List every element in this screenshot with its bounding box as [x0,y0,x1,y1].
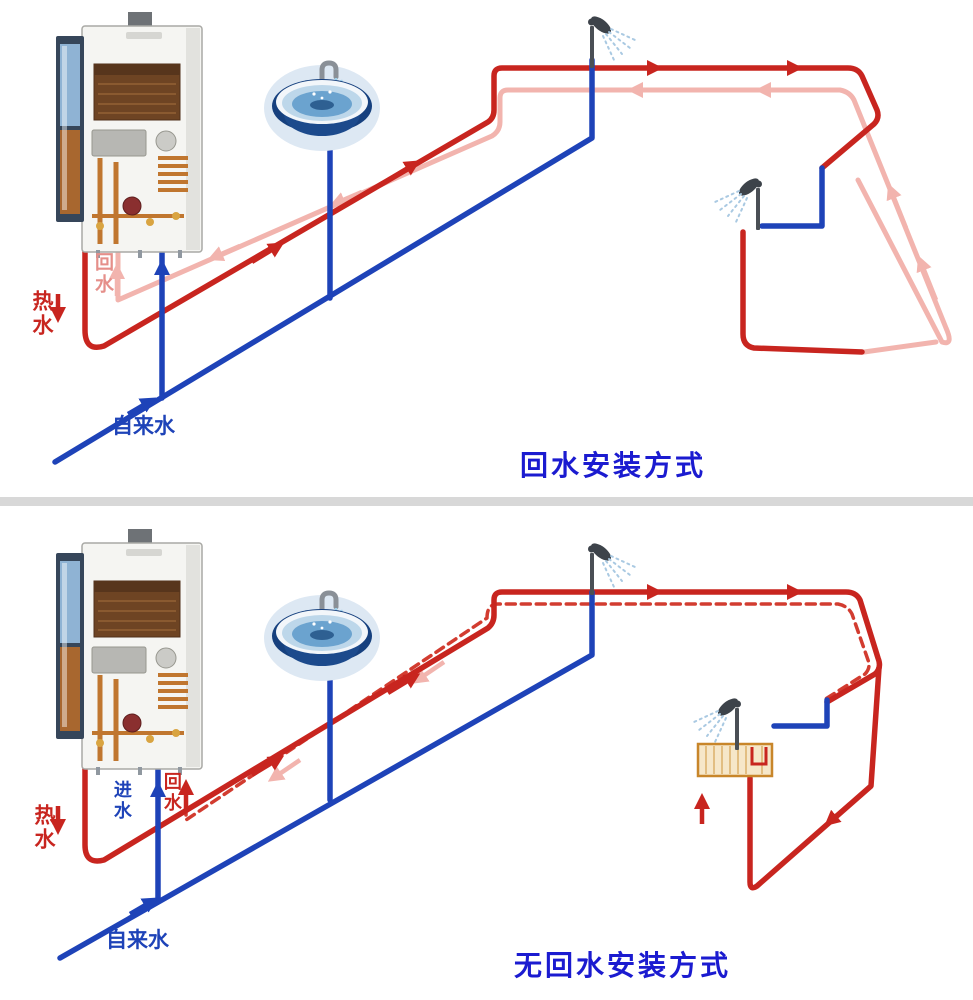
hot-water-pipe [82,589,883,864]
sink-icon [264,593,380,681]
return-water-label: 回水 [91,252,113,296]
sink-icon [264,63,380,151]
inlet-water-label: 进水 [111,780,132,822]
hot-water-label: 热水 [30,290,54,338]
shower-icon [714,174,763,231]
return-water-label: 回水 [161,772,182,814]
tap-water-label: 自来水 [112,415,175,438]
panel-divider [0,497,973,506]
panel-with-return [50,12,952,465]
panel-without-return [50,529,883,961]
cold-water-shower-branch [771,697,830,729]
return-water-pipe-connector [861,339,939,355]
panel-title-with-return: 回水安装方式 [520,450,707,481]
return-water-pipe [115,87,952,346]
boiler-icon [56,12,202,258]
panel-title-without-return: 无回水安装方式 [514,950,732,981]
cold-water-pipe [57,589,595,961]
boiler-icon [56,529,202,775]
shower-icon [693,694,742,751]
cold-water-pipe [52,57,595,465]
shower-icon [587,12,636,69]
cold-water-shower-branch [759,165,825,229]
hot-water-pipe-right [747,665,882,891]
hot-water-pipe-right [740,229,865,355]
shower-icon [587,539,636,596]
dashed-return-pipe [184,602,871,822]
hot-water-label: 热水 [32,804,56,852]
tap-water-label: 自来水 [106,929,169,952]
hot-water-pipe [82,65,881,350]
